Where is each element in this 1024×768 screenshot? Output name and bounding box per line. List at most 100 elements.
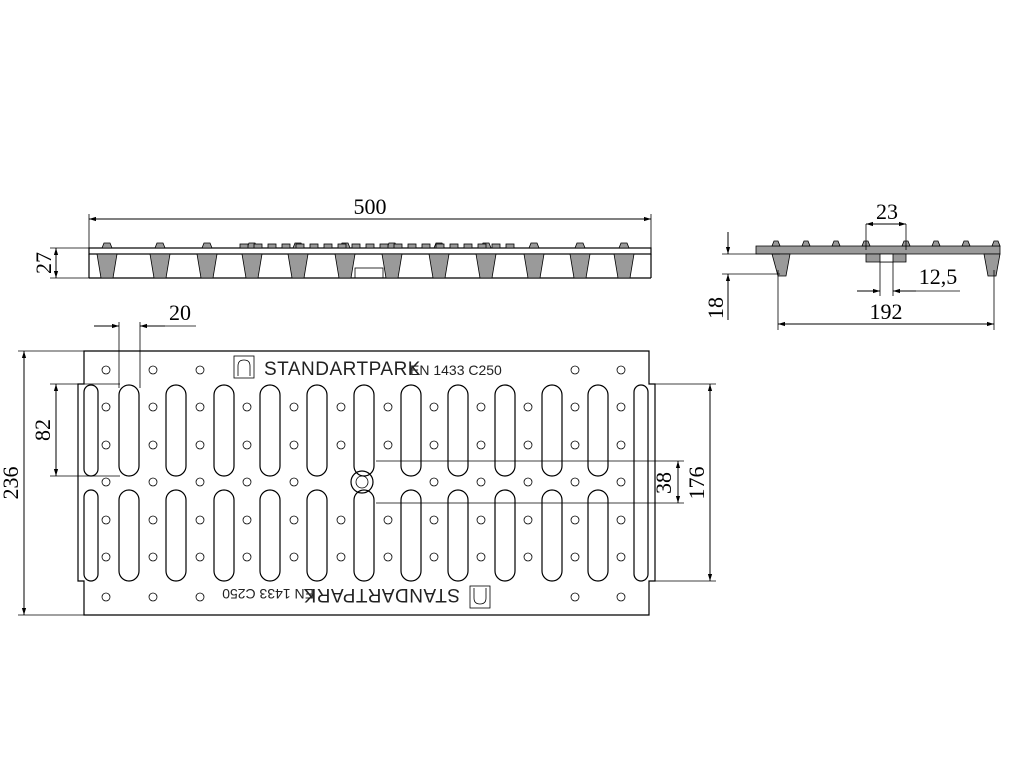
drain-hole [101,592,111,602]
drain-hole [616,440,626,450]
side-knurl [393,243,403,249]
drain-hole [195,402,205,412]
side-rib [613,253,635,279]
side-stud [574,242,586,249]
drain-hole [195,477,205,487]
slot-edge [633,384,649,582]
slot-upper [213,384,235,477]
drain-hole [476,440,486,450]
drain-hole [523,402,533,412]
slot-edge [83,489,99,582]
side-stud [528,242,540,249]
drain-hole [289,515,299,525]
side-knurl [323,243,333,249]
cross-stud [801,240,811,247]
side-knurl [309,243,319,249]
side-stud [101,242,113,249]
drain-hole [289,552,299,562]
side-view: 500 27 [31,194,652,279]
drain-hole [523,477,533,487]
side-knurl [295,243,305,249]
cross-stud [961,240,971,247]
side-knurl [505,243,515,249]
side-rib [334,253,356,279]
side-center-notch [354,267,384,279]
drain-hole [101,365,111,375]
drain-hole [101,552,111,562]
dimension-lip-height: 18 [703,297,728,319]
cross-right-lip [983,253,1001,277]
slot-upper [165,384,187,477]
drain-hole [523,515,533,525]
dimension-slot-width: 20 [169,300,191,325]
side-rib [475,253,497,279]
side-knurl [365,243,375,249]
side-knurl [239,243,249,249]
brand-name: STANDARTPARK [303,584,460,605]
drain-hole [148,440,158,450]
cross-left-lip [771,253,791,277]
dimension-slot-length: 82 [30,419,55,441]
side-stud [154,242,166,249]
slot-lower [213,489,235,582]
drain-hole [195,515,205,525]
side-knurl [407,243,417,249]
drain-hole [289,440,299,450]
drain-hole [289,402,299,412]
drain-hole [476,552,486,562]
drain-hole [242,477,252,487]
side-rib [149,253,171,279]
drain-hole [616,402,626,412]
drain-hole [429,515,439,525]
drain-hole [616,477,626,487]
drain-hole [523,552,533,562]
side-rib [569,253,591,279]
drain-hole [429,440,439,450]
slot-upper [353,384,375,477]
drain-hole [195,365,205,375]
side-knurl [379,243,389,249]
drain-hole [195,592,205,602]
dimension-clamp-width: 176 [684,467,709,500]
slot-lower [541,489,563,582]
slot-upper [306,384,328,477]
slot-upper [400,384,422,477]
slot-upper [541,384,563,477]
drain-hole [476,402,486,412]
drain-hole [101,515,111,525]
drain-hole [101,440,111,450]
cross-stud [991,240,1001,247]
drain-hole [242,515,252,525]
drain-hole [523,440,533,450]
slot-edge [83,384,99,477]
drain-hole [148,402,158,412]
drain-hole [101,477,111,487]
drain-hole [336,515,346,525]
side-rib [523,253,545,279]
drain-hole [383,440,393,450]
drain-hole [616,515,626,525]
side-rib [241,253,263,279]
brand-standard: EN 1433 C250 [410,362,502,378]
cross-stud [831,240,841,247]
dimension-overall-width: 236 [0,467,23,500]
side-knurl [449,243,459,249]
side-stud [201,242,213,249]
drain-hole [570,402,580,412]
side-view-ribs [96,242,635,279]
dimension-rib-width: 23 [876,199,898,224]
cross-section-body [755,240,1001,277]
side-knurl [477,243,487,249]
cross-stud [931,240,941,247]
standartpark-logo-icon [233,355,255,379]
brand-standard: EN 1433 C250 [222,586,314,602]
drain-hole [383,515,393,525]
brand-name: STANDARTPARK [264,359,421,380]
drain-hole [570,592,580,602]
drain-hole [616,592,626,602]
slot-lower [259,489,281,582]
drain-hole [570,552,580,562]
side-knurl [337,243,347,249]
drain-hole [195,552,205,562]
